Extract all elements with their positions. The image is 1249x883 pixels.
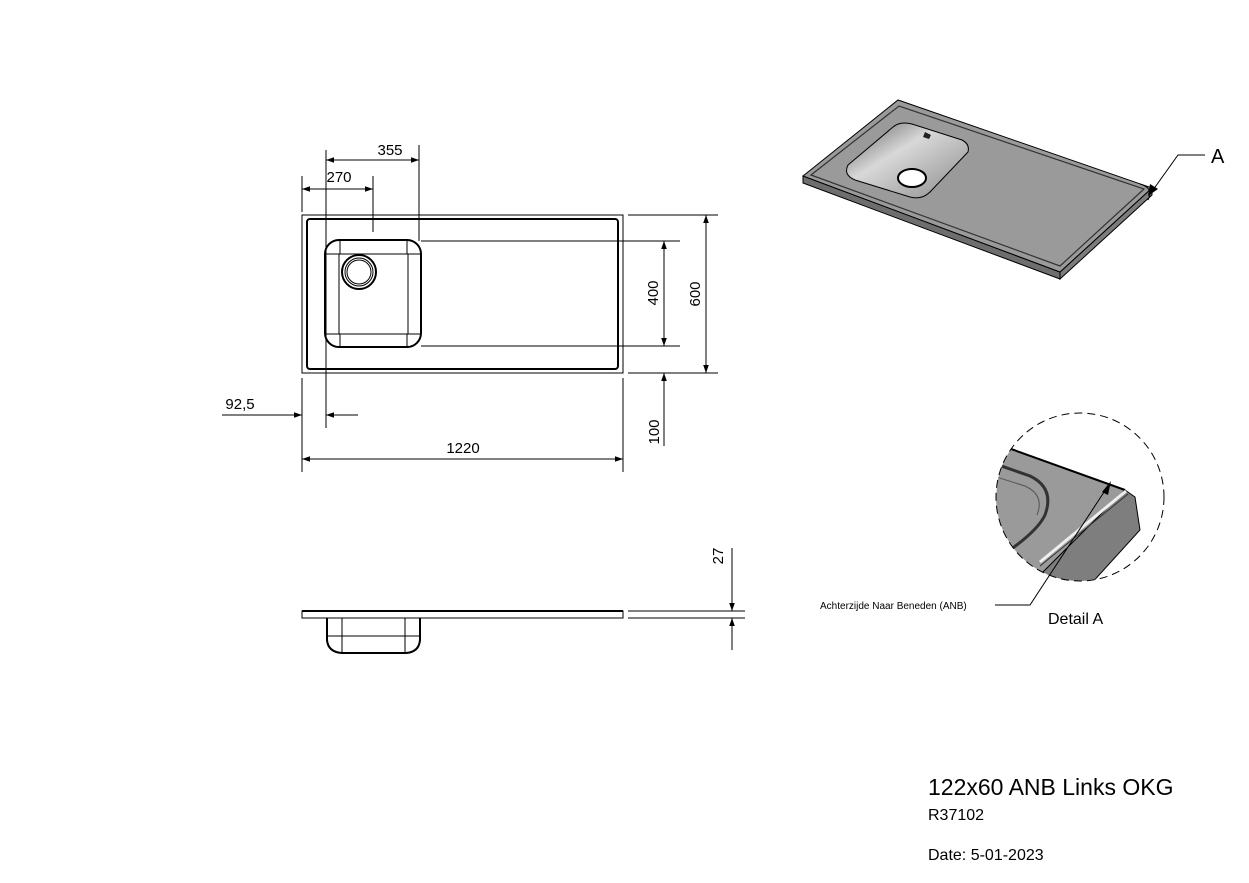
dim-27: 27 [710,548,727,565]
dim-400: 400 [645,280,662,305]
dim-270: 270 [326,169,351,186]
drain-icon [341,254,377,290]
dim-600: 600 [687,281,704,306]
countertop-outline [301,214,624,374]
dim-100: 100 [646,419,663,444]
detail-annotation: Achterzijde Naar Beneden (ANB) [820,601,967,612]
detail-a-view: Achterzijde Naar Beneden (ANB) Detail A [820,412,1165,628]
dim-92-5: 92,5 [225,396,254,413]
side-view: 27 [301,548,745,654]
title-block: 122x60 ANB Links OKG R37102 Date: 5-01-2… [928,774,1173,864]
detail-marker-a: A [1211,146,1225,168]
drawing-title: 122x60 ANB Links OKG [928,774,1173,800]
drawing-date: Date: 5-01-2023 [928,847,1044,864]
countertop-rim [306,218,619,370]
top-view: 355 270 400 600 100 92,5 1220 [222,142,718,472]
isometric-view: A [801,99,1225,281]
article-number: R37102 [928,807,984,824]
dim-355: 355 [377,142,402,159]
sink-bowl-outer [324,239,422,348]
drain-icon [897,168,927,188]
dim-1220: 1220 [446,440,479,457]
detail-label: Detail A [1048,611,1103,628]
sink-bowl-inner [338,253,409,335]
